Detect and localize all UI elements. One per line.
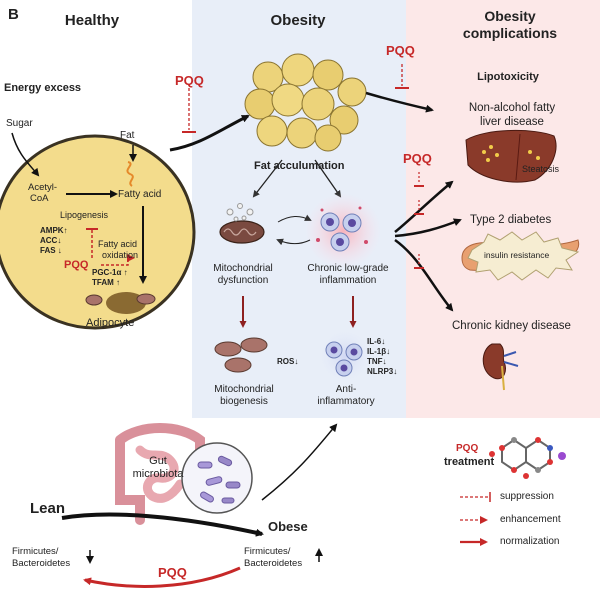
healthy-heading: Healthy [64,12,120,29]
adipocyte-nucleus [106,292,146,314]
fat-accumulation-label: Fat acculumation [254,160,345,172]
legend-treatment-label: treatment [444,456,495,468]
dysfunctional-mitochondria-icon [219,203,265,244]
complications-pqq-top-label: PQQ [386,43,415,58]
sugar-label: Sugar [6,118,33,129]
obesity-to-lipotoxicity-arrow [365,91,434,113]
panel-label: B [8,6,19,23]
fat-label: Fat [120,130,135,141]
insulin-resistance-label: insulin resistance [484,250,550,260]
legend-suppression-label: suppression [500,491,554,502]
acetyl-coa-label-line1: Acetyl- [28,182,58,193]
marker-il1b: IL-1β↓ [367,347,391,356]
legend-pqq-label: PQQ [456,443,479,454]
adipocyte-mitochondria [85,293,156,306]
to-diabetes-arrow [394,218,462,238]
fa-oxidation-label-line2: oxidation [102,250,139,260]
complications-pqq-mid-label: PQQ [403,151,432,166]
legend-enhancement-label: enhancement [500,514,561,525]
fb-left-label-line1: Firmicutes/ [12,546,59,557]
mito-dysfunction-label-line2: dysfunction [217,275,269,286]
nafld-label-line1: Non-alcohol fatty [468,102,556,114]
mito-biogenesis-label-line2: biogenesis [220,396,268,407]
lipogenesis-label: Lipogenesis [60,210,109,220]
fb-right-label-line2: Bacteroidetes [244,558,303,569]
lean-to-obese-arrow [61,512,264,537]
mito-to-inflammation-arrow [277,214,312,223]
complications-pqq-suppression-marks [414,172,424,269]
fat-cell-cluster [244,53,367,152]
gut-pqq-label: PQQ [158,565,187,580]
fatty-acid-chain-icon [126,161,134,187]
anti-inflammatory-cells-icon [317,328,373,384]
fb-right-label-line1: Firmicutes/ [244,546,291,557]
adipocyte-to-obesity-arrow [169,114,250,152]
marker-il6: IL-6↓ [367,337,386,346]
pqq-normalization-arrow [83,566,241,588]
energy-excess-label: Energy excess [4,82,82,94]
inflammation-label-line1: Chronic low-grade [307,263,389,274]
fb-left-label-line2: Bacteroidetes [12,558,71,569]
insulin-resistance-burst [467,231,580,281]
legend-normalization-label: normalization [500,536,560,547]
steatosis-label: Steatosis [522,164,560,174]
inflammation-cells-icon [305,193,381,269]
acetyl-coa-label-line2: CoA [30,193,49,204]
sugar-arrow [11,132,40,177]
obesity-pqq-label: PQQ [175,73,204,88]
anti-label-line1: Anti- [335,384,357,395]
t2d-label: Type 2 diabetes [470,214,552,226]
marker-nlrp3: NLRP3↓ [367,367,398,376]
lean-label: Lean [30,500,66,517]
healthy-mitochondria-icon [214,337,268,373]
inflammation-label-line2: inflammation [319,275,377,286]
anti-label-line2: inflammatory [317,396,375,407]
to-ckd-arrow [394,238,454,312]
marker-tnf: TNF↓ [367,357,387,366]
adipocyte-label: Adipocyte [86,317,135,329]
ckd-label: Chronic kidney disease [452,320,571,332]
ampk-label: AMPK↑ [40,226,68,235]
to-nafld-arrow [394,180,454,233]
pgc-label: PGC-1α ↑ [92,268,128,277]
fatty-liver-icon [465,129,557,183]
mito-dysfunction-label-line1: Mitochondrial [213,263,273,274]
healthy-pqq-label: PQQ [64,259,89,271]
obesity-heading: Obesity [270,12,326,29]
oxidation-enhancement-line [101,254,135,266]
fat-to-mito-arrow [252,159,283,198]
mito-biogenesis-label-line1: Mitochondrial [214,384,274,395]
complications-heading-line1: Obesity [484,8,536,24]
bacteria-icon [197,455,241,504]
gut-icon [115,423,205,525]
fat-to-inflammation-arrow [314,159,342,198]
lipotoxicity-label: Lipotoxicity [477,71,539,83]
complications-heading-line2: complications [462,25,558,41]
gut-microbiota-label-line1: Gut [149,455,167,467]
acc-label: ACC↓ [40,236,62,245]
obese-label: Obese [268,519,308,534]
fa-oxidation-label-line1: Fatty acid [98,239,138,249]
obese-to-obesity-arrow [261,423,338,501]
tfam-label: TFAM ↑ [92,278,120,287]
nafld-label-line2: liver disease [480,116,544,128]
fas-label: FAS ↓ [40,246,62,255]
kidney-icon [482,343,519,391]
ros-label: ROS↓ [277,357,299,366]
pqq-molecule-icon [489,437,566,479]
inflammation-to-mito-arrow [276,238,311,246]
gut-microbiota-label-line2: microbiota [132,468,184,480]
fatty-acid-label: Fatty acid [118,189,162,200]
